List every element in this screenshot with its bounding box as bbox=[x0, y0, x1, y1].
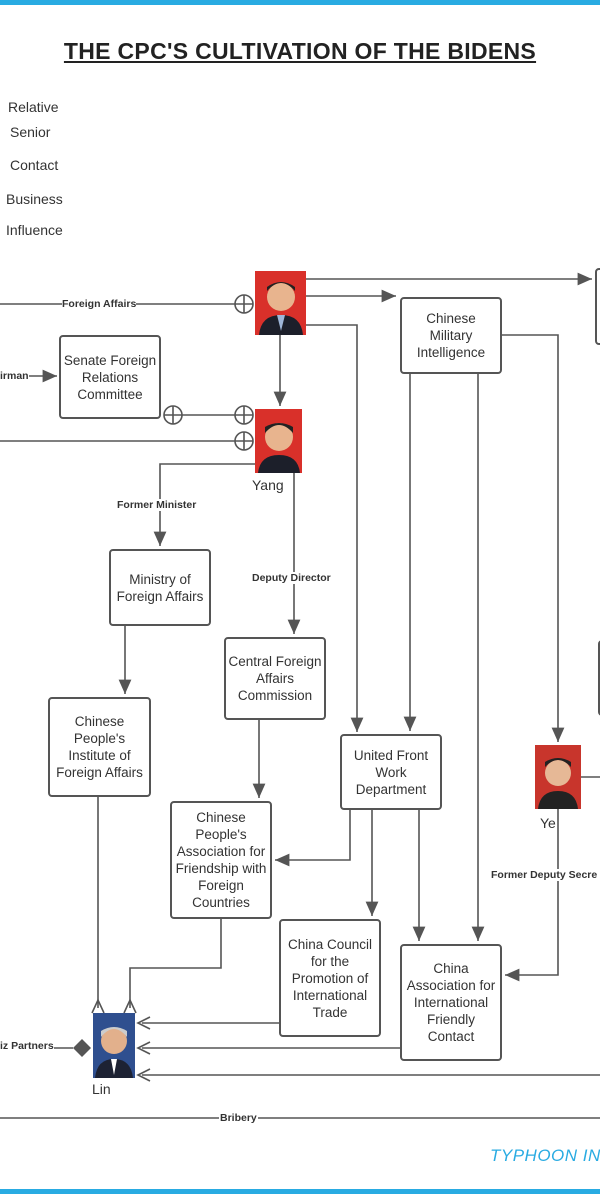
legend-relative: Relative bbox=[8, 99, 59, 115]
person-name-ye: Ye bbox=[540, 815, 556, 831]
edge-label-former-minister: Former Minister bbox=[117, 499, 197, 511]
bottom-border bbox=[0, 1189, 600, 1194]
person-name-yang: Yang bbox=[252, 477, 284, 493]
box-united-front: United Front Work Department bbox=[340, 734, 442, 810]
box-offscreen-mid bbox=[598, 640, 600, 716]
edge-label-chairman: irman bbox=[0, 370, 29, 382]
box-institute-foreign-affairs: Chinese People's Institute of Foreign Af… bbox=[48, 697, 151, 797]
box-offscreen-top bbox=[595, 268, 600, 345]
box-central-foreign-affairs-commission: Central Foreign Affairs Commission bbox=[224, 637, 326, 720]
edge-label-deputy-director: Deputy Director bbox=[252, 572, 331, 584]
legend-business: Business bbox=[6, 191, 63, 207]
box-caifc: China Association for International Frie… bbox=[400, 944, 502, 1061]
edge-label-bribery: Bribery bbox=[219, 1112, 258, 1124]
edge-label-biz-partners: iz Partners bbox=[0, 1040, 54, 1052]
yang-photo bbox=[255, 409, 302, 473]
person-name-lin: Lin bbox=[92, 1081, 111, 1097]
footer-brand: TYPHOON INVE bbox=[490, 1146, 600, 1165]
page-title: THE CPC'S CULTIVATION OF THE BIDENS bbox=[63, 38, 537, 64]
box-friendship-association: Chinese People's Association for Friends… bbox=[170, 801, 272, 919]
top-border bbox=[0, 0, 600, 5]
box-senate-committee: Senate Foreign Relations Committee bbox=[59, 335, 161, 419]
edge-label-former-deputy: Former Deputy Secre bbox=[491, 869, 598, 881]
xi-photo bbox=[255, 271, 306, 335]
box-ccpit: China Council for the Promotion of Inter… bbox=[279, 919, 381, 1037]
legend-contact: Contact bbox=[10, 157, 59, 173]
legend-influence: Influence bbox=[6, 222, 63, 238]
lin-photo bbox=[93, 1013, 135, 1078]
legend-senior: Senior bbox=[10, 124, 51, 140]
edge-label-foreign-affairs: Foreign Affairs bbox=[62, 298, 137, 310]
ye-photo bbox=[535, 745, 581, 809]
box-ministry-foreign-affairs: Ministry of Foreign Affairs bbox=[109, 549, 211, 626]
box-military-intelligence: Chinese Military Intelligence bbox=[400, 297, 502, 374]
